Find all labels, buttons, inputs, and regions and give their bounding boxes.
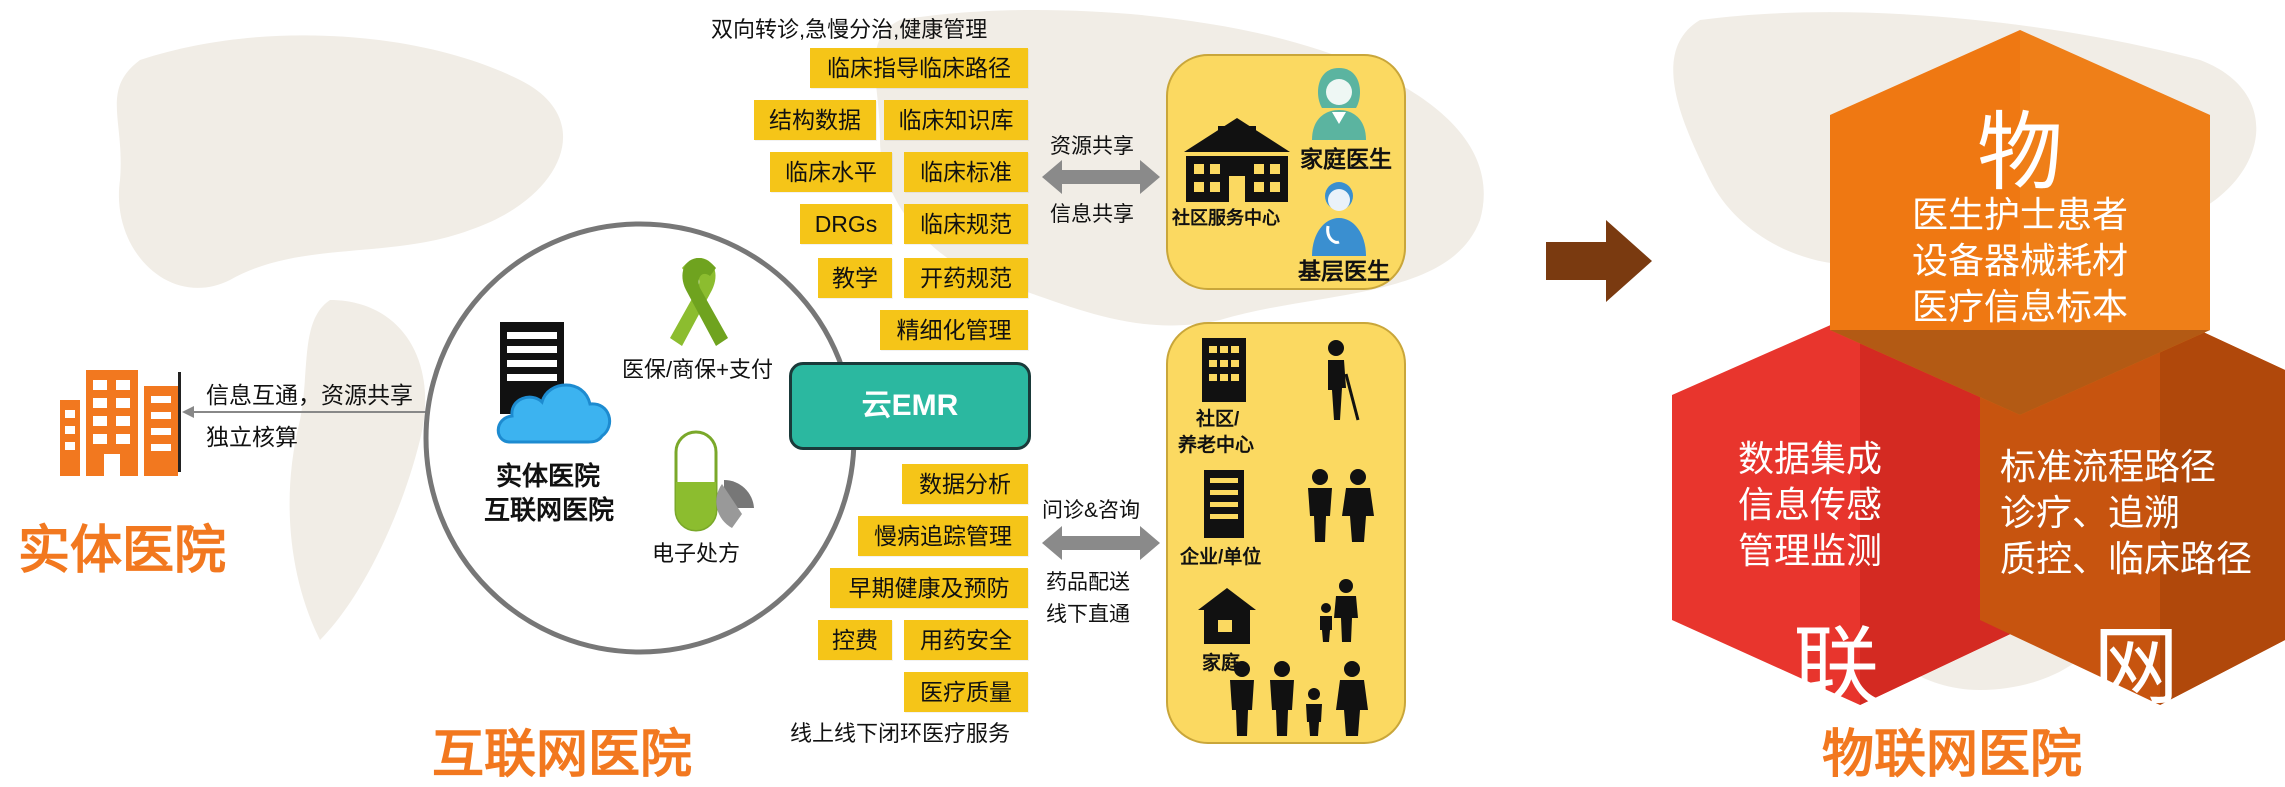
- iot-right-line2: 诊疗、追溯: [2000, 492, 2181, 533]
- iot-top-line1: 医生护士患者: [1911, 194, 2128, 235]
- female-doctor-icon: [1312, 68, 1366, 140]
- family-group-icon: [1230, 661, 1368, 736]
- bottom-caption: 线上线下闭环医疗服务: [790, 721, 1011, 746]
- tag-medical-quality: 医疗质量: [904, 672, 1028, 712]
- tag-drgs: DRGs: [800, 204, 892, 244]
- circle-center-line1: 实体医院: [496, 461, 601, 491]
- double-arrow-top: [1042, 160, 1160, 194]
- tag-clinical-standard: 临床标准: [904, 152, 1028, 192]
- family-label: 家庭: [1202, 653, 1241, 674]
- apartment-icon: [1202, 338, 1246, 402]
- tag-prescribing-norm: 开药规范: [904, 258, 1028, 298]
- physical-hospital-title: 实体医院: [18, 522, 227, 580]
- iot-right-line3: 质控、临床路径: [2000, 538, 2253, 579]
- iot-right-line1: 标准流程路径: [2000, 446, 2217, 487]
- internet-hospital-title: 互联网医院: [432, 726, 693, 784]
- divider-line: [178, 372, 181, 472]
- tag-structured-data: 结构数据: [754, 100, 876, 140]
- tag-cost-control: 控费: [818, 620, 892, 660]
- tag-teaching: 教学: [818, 258, 892, 298]
- connector-bottom-above: 问诊&咨询: [1042, 499, 1141, 522]
- link-text-accounting: 独立核算: [206, 424, 298, 450]
- cloud-emr-box: 云EMR: [789, 362, 1031, 450]
- male-doctor-icon: [1312, 182, 1366, 256]
- tag-clinical-guide: 临床指导临床路径: [810, 48, 1028, 88]
- tag-clinical-norm: 临床规范: [904, 204, 1028, 244]
- iot-left-line1: 数据集成: [1737, 438, 1882, 479]
- enterprise-label: 企业/单位: [1180, 547, 1262, 568]
- family-doctor-label: 家庭医生: [1300, 146, 1392, 172]
- elderly-center-label: 养老中心: [1178, 435, 1255, 456]
- tag-clinical-knowledge: 临床知识库: [884, 100, 1028, 140]
- house-icon: [1198, 588, 1256, 644]
- community-center-icon: [1184, 118, 1290, 202]
- primary-doctor-label: 基层医生: [1298, 258, 1390, 284]
- community-center-label: 社区服务中心: [1172, 208, 1280, 228]
- iot-hospital-title: 物联网医院: [1822, 726, 2083, 784]
- iot-right-char: 网: [2093, 619, 2179, 715]
- hospital-building-icon: [60, 370, 178, 476]
- connector-top-below: 信息共享: [1050, 203, 1134, 226]
- connector-bottom-below1: 药品配送: [1046, 571, 1130, 594]
- capsule-icon: [674, 430, 754, 532]
- tag-early-prevention: 早期健康及预防: [830, 568, 1028, 608]
- iot-top-char: 物: [1977, 105, 2063, 201]
- iot-hexagon-cluster: [1672, 30, 2285, 705]
- circle-center-line2: 互联网医院: [484, 495, 615, 525]
- elderly-person-icon: [1328, 340, 1360, 421]
- iot-left-line2: 信息传感: [1737, 484, 1882, 525]
- office-building-icon: [1204, 470, 1244, 538]
- cloud-icon: [496, 383, 612, 444]
- tag-medication-safety: 用药安全: [904, 620, 1028, 660]
- tag-clinical-level: 临床水平: [770, 152, 892, 192]
- tag-chronic-tracking: 慢病追踪管理: [858, 516, 1028, 556]
- tag-data-analysis: 数据分析: [902, 464, 1028, 504]
- cloud-emr-label: 云EMR: [861, 389, 959, 422]
- iot-left-line3: 管理监测: [1737, 530, 1882, 571]
- prescription-label: 电子处方: [652, 541, 741, 566]
- iot-top-line2: 设备器械耗材: [1911, 240, 2128, 281]
- ribbon-icon: [670, 258, 728, 346]
- people-icon: [1308, 469, 1374, 542]
- iot-top-line3: 医疗信息标本: [1911, 286, 2128, 327]
- top-caption: 双向转诊,急慢分治,健康管理: [711, 17, 988, 42]
- tag-fine-management: 精细化管理: [880, 310, 1028, 350]
- link-text-info: 信息互通，资源共享: [206, 382, 413, 408]
- connector-top-above: 资源共享: [1050, 135, 1134, 158]
- double-arrow-bottom: [1042, 526, 1160, 560]
- parent-child-icon: [1320, 579, 1358, 642]
- connector-bottom-below2: 线下直通: [1046, 603, 1130, 626]
- insurance-label: 医保/商保+支付: [622, 357, 773, 382]
- transition-arrow-icon: [1546, 220, 1652, 302]
- iot-left-char: 联: [1793, 619, 1879, 715]
- community-label: 社区/: [1196, 409, 1240, 430]
